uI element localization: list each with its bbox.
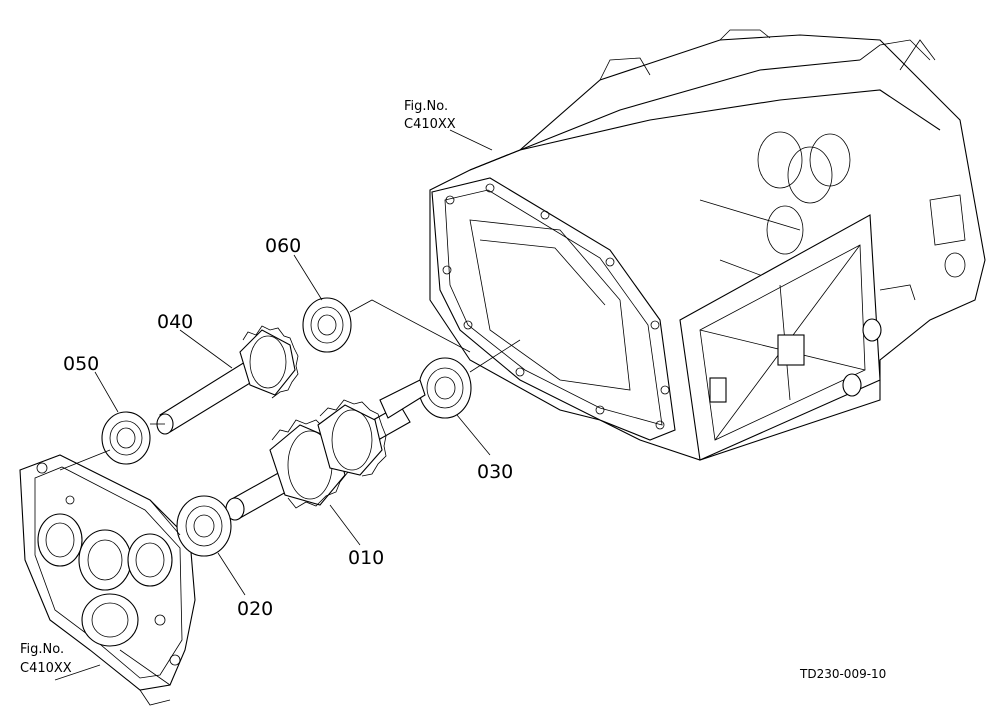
bearing-060 bbox=[302, 297, 352, 353]
drawing-code: TD230-009-10 bbox=[799, 667, 886, 681]
callout-050: 050 bbox=[63, 353, 99, 375]
bearing-030 bbox=[418, 357, 472, 419]
leader-lines bbox=[54, 129, 521, 681]
callout-030: 030 bbox=[477, 461, 513, 483]
front-cover bbox=[19, 454, 196, 706]
bearing-020 bbox=[176, 495, 232, 557]
transmission-case bbox=[429, 29, 986, 461]
fig-ref-bottom-line1: Fig.No. bbox=[20, 642, 64, 657]
callout-040: 040 bbox=[157, 311, 193, 333]
callout-020: 020 bbox=[237, 598, 273, 620]
fig-ref-top-line1: Fig.No. bbox=[404, 99, 448, 114]
fig-ref-bottom-line2: C410XX bbox=[20, 661, 72, 676]
shaft-gear-010 bbox=[225, 379, 426, 521]
shaft-gear-040 bbox=[156, 325, 299, 435]
bearing-050 bbox=[101, 411, 151, 465]
callout-010: 010 bbox=[348, 547, 384, 569]
fig-ref-top-line2: C410XX bbox=[404, 117, 456, 132]
callout-060: 060 bbox=[265, 235, 301, 257]
